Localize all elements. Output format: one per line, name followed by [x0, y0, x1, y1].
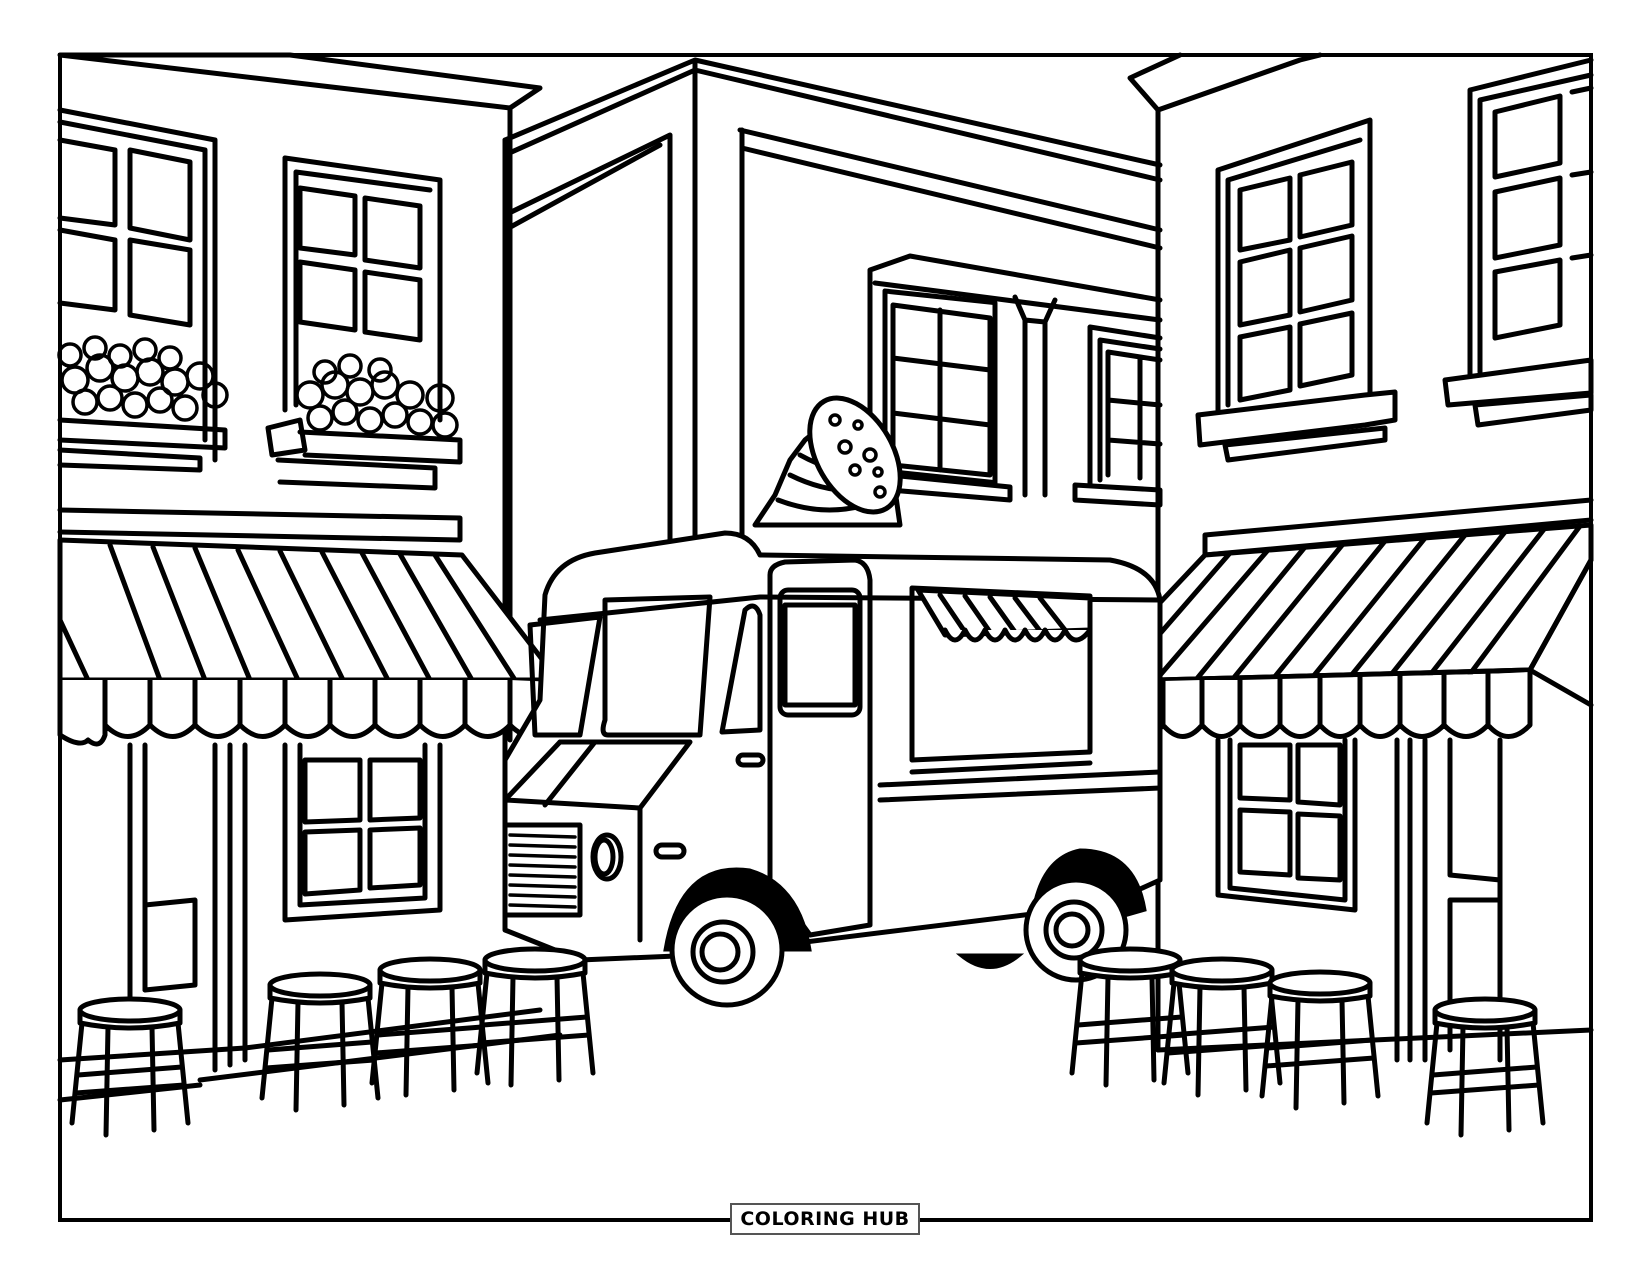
left-building — [57, 52, 563, 1083]
flower-cluster-left — [57, 335, 229, 422]
flower-cluster-right — [295, 353, 459, 439]
left-awning — [57, 537, 561, 747]
right-awning — [1082, 522, 1594, 739]
brand-label: COLORING HUB — [730, 1203, 920, 1235]
ice-cream-cone-sign — [752, 395, 903, 528]
right-building — [1082, 52, 1594, 1063]
stools-left — [72, 949, 593, 1135]
footer-rule-right — [920, 1218, 1591, 1222]
footer-rule-left — [60, 1218, 730, 1222]
ice-cream-truck — [502, 530, 1163, 1008]
